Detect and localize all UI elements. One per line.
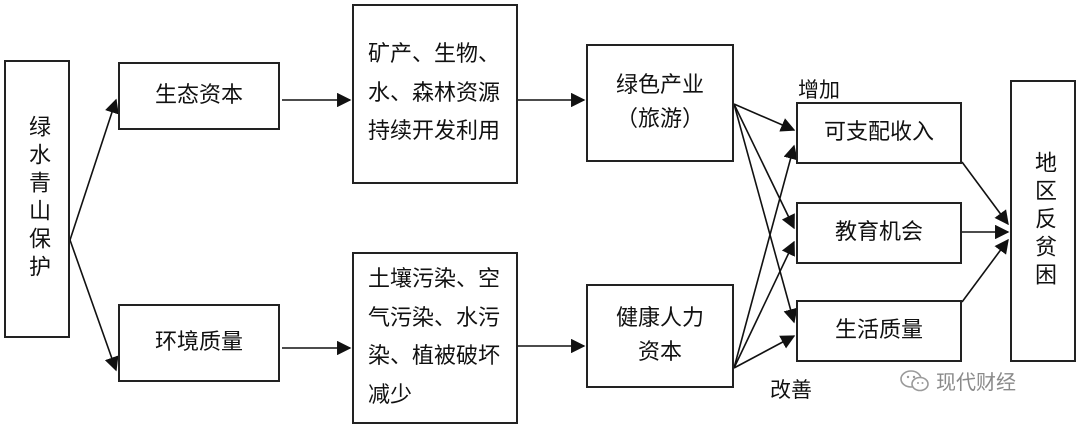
arrow-income-to-anti (961, 161, 1009, 226)
arrow-green-to-life (733, 103, 798, 324)
node-env-quality-text: 环境质量 (154, 329, 243, 355)
node-anti-poverty-text: 地区反贫困 (1031, 151, 1057, 291)
node-income: 可支配收入 (796, 102, 962, 164)
node-eco-capital-text: 生态资本 (154, 82, 243, 108)
arrow-green-to-income (733, 103, 796, 132)
node-life-quality: 生活质量 (796, 300, 962, 362)
node-life-quality-text: 生活质量 (834, 317, 923, 343)
node-eco-capital: 生态资本 (118, 62, 280, 130)
node-resources: 矿产、生物、水、森林资源持续开发利用 (352, 4, 518, 184)
watermark-text: 现代财经 (936, 370, 1016, 394)
arrow-protection-to-env (69, 239, 119, 372)
arrow-green-to-education (733, 103, 795, 230)
node-pollution: 土壤污染、空气污染、水污染、植被破坏减少 (352, 252, 518, 424)
node-green-protection: 绿水青山保护 (4, 60, 70, 338)
arrow-life-to-anti (961, 238, 1009, 303)
label-improve: 改善 (770, 378, 812, 402)
node-health-capital-text: 健康人力资本 (615, 305, 704, 365)
arrow-health-to-life (733, 335, 796, 369)
node-education: 教育机会 (796, 202, 962, 264)
node-pollution-text: 土壤污染、空气污染、水污染、植被破坏减少 (368, 267, 501, 408)
arrow-health-to-education (733, 240, 795, 369)
node-green-protection-text: 绿水青山保护 (25, 115, 51, 283)
watermark: 现代财经 (900, 366, 1016, 395)
arrow-protection-to-eco (69, 98, 119, 241)
node-green-industry: 绿色产业（旅游） (586, 44, 734, 162)
node-education-text: 教育机会 (834, 219, 923, 245)
node-green-industry-text: 绿色产业（旅游） (615, 72, 704, 132)
node-env-quality: 环境质量 (118, 304, 280, 382)
arrow-health-to-income (733, 144, 798, 369)
node-health-capital: 健康人力资本 (586, 284, 734, 388)
wechat-icon (900, 369, 929, 391)
label-increase: 增加 (798, 78, 840, 102)
node-resources-text: 矿产、生物、水、森林资源持续开发利用 (368, 42, 501, 145)
node-anti-poverty: 地区反贫困 (1010, 80, 1076, 362)
node-income-text: 可支配收入 (823, 119, 934, 145)
